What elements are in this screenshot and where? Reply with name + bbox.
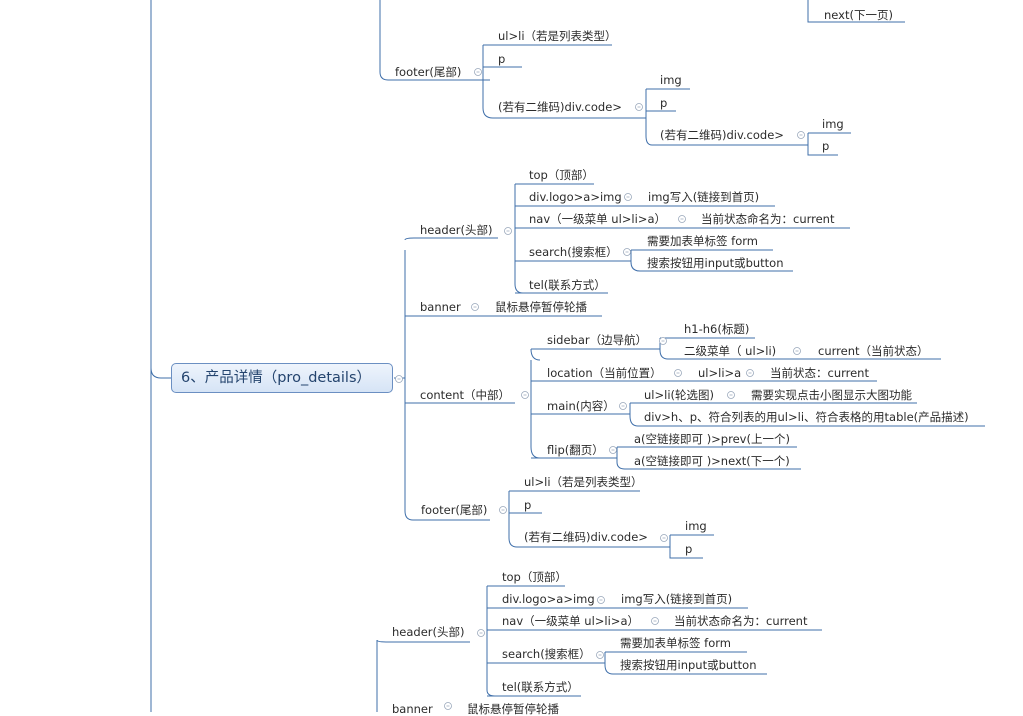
footer-list-node[interactable]: ul>li（若是列表类型）: [524, 475, 643, 489]
sidebar-submenu-node[interactable]: 二级菜单（ ul>li): [684, 344, 777, 358]
prev-nested-img-node[interactable]: img: [822, 117, 844, 131]
content-sidebar-node[interactable]: sidebar（边导航）: [547, 333, 648, 347]
next-header-node[interactable]: header(头部): [392, 625, 465, 639]
next-header-top-node[interactable]: top（顶部）: [502, 570, 567, 584]
code-img-node[interactable]: img: [685, 519, 707, 533]
footer-code-node[interactable]: (若有二维码)div.code>: [524, 530, 648, 544]
root-node-label: 6、产品详情（pro_details）: [181, 370, 372, 386]
content-node[interactable]: content（中部）: [420, 388, 511, 402]
next-header-tel-node[interactable]: tel(联系方式）: [502, 680, 579, 694]
prev-footer-code-node[interactable]: (若有二维码)div.code>: [498, 100, 622, 114]
footer-node[interactable]: footer(尾部): [421, 503, 488, 517]
next-search-form-note[interactable]: 需要加表单标签 form: [620, 636, 731, 650]
footer-p-node[interactable]: p: [524, 498, 532, 512]
prev-footer-node[interactable]: footer(尾部): [395, 65, 462, 79]
content-flip-node[interactable]: flip(翻页）: [547, 443, 604, 457]
flip-next-node[interactable]: a(空链接即可 )>next(下一个): [634, 454, 790, 468]
header-node[interactable]: header(头部): [420, 223, 493, 237]
prev-code-p-node[interactable]: p: [660, 96, 668, 110]
next-search-button-note[interactable]: 搜索按钮用input或button: [620, 658, 757, 672]
next-header-logo-note[interactable]: img写入(链接到首页): [621, 592, 733, 606]
prev-nested-p-node[interactable]: p: [822, 139, 830, 153]
root-node[interactable]: [171, 363, 393, 393]
banner-note[interactable]: 鼠标悬停暂停轮播: [495, 300, 587, 314]
prev-code-img-node[interactable]: img: [660, 73, 682, 87]
main-description-node[interactable]: div>h、p、符合列表的用ul>li、符合表格的用table(产品描述): [644, 410, 969, 424]
header-logo-note[interactable]: img写入(链接到首页): [648, 190, 760, 204]
banner-node[interactable]: banner: [420, 300, 461, 314]
location-path-node[interactable]: ul>li>a: [698, 366, 742, 380]
content-main-node[interactable]: main(内容）: [547, 399, 615, 413]
main-carousel-note[interactable]: 需要实现点击小图显示大图功能: [751, 388, 912, 402]
code-p-node[interactable]: p: [685, 542, 693, 556]
next-banner-node[interactable]: banner: [392, 702, 433, 716]
next-header-logo-node[interactable]: div.logo>a>img: [502, 592, 595, 606]
flip-prev-node[interactable]: a(空链接即可 )>prev(上一个): [634, 432, 790, 446]
header-top-node[interactable]: top（顶部）: [529, 168, 594, 182]
prev-footer-p-node[interactable]: p: [498, 52, 506, 66]
prev-next-node[interactable]: next(下一页): [824, 8, 893, 22]
next-header-search-node[interactable]: search(搜索框）: [502, 647, 591, 661]
prev-footer-list-node[interactable]: ul>li（若是列表类型）: [498, 29, 617, 43]
header-nav-node[interactable]: nav（一级菜单 ul>li>a）: [529, 212, 666, 226]
sidebar-title-node[interactable]: h1-h6(标题): [684, 322, 750, 336]
search-form-note[interactable]: 需要加表单标签 form: [647, 234, 758, 248]
header-search-node[interactable]: search(搜索框）: [529, 245, 618, 259]
header-nav-note[interactable]: 当前状态命名为：current: [701, 212, 835, 226]
next-banner-note[interactable]: 鼠标悬停暂停轮播: [467, 702, 559, 716]
location-note[interactable]: 当前状态：current: [770, 366, 869, 380]
next-header-nav-node[interactable]: nav（一级菜单 ul>li>a）: [502, 614, 639, 628]
prev-nested-code-node[interactable]: (若有二维码)div.code>: [660, 128, 784, 142]
search-button-note[interactable]: 搜索按钮用input或button: [647, 256, 784, 270]
content-location-node[interactable]: location（当前位置）: [547, 366, 662, 380]
header-logo-node[interactable]: div.logo>a>img: [529, 190, 622, 204]
sidebar-submenu-note[interactable]: current（当前状态）: [818, 344, 929, 358]
next-header-nav-note[interactable]: 当前状态命名为：current: [674, 614, 808, 628]
header-tel-node[interactable]: tel(联系方式）: [529, 278, 606, 292]
main-carousel-node[interactable]: ul>li(轮选图): [644, 388, 714, 402]
